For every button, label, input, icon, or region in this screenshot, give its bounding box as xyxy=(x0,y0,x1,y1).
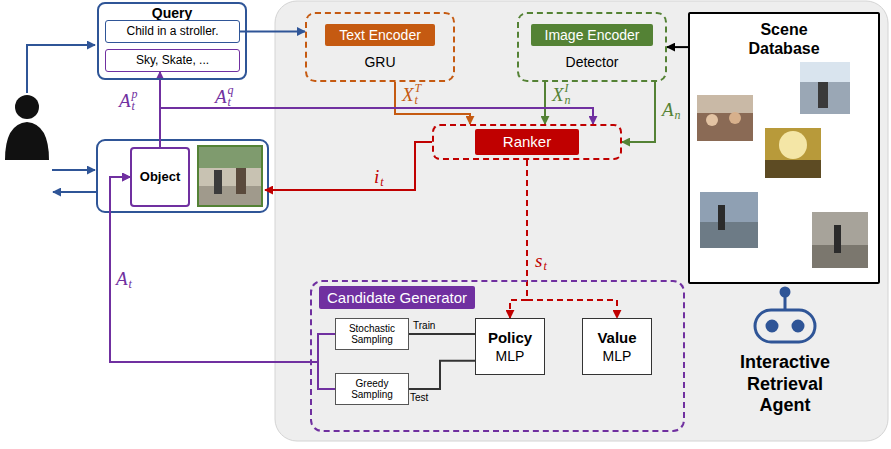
subscript: t xyxy=(129,278,132,290)
index-stack: Tt xyxy=(415,82,422,106)
subscript: t xyxy=(543,260,546,272)
sampling-box: Greedy Sampling xyxy=(335,373,409,405)
database-box: Scene Database xyxy=(688,12,880,284)
query-text: Child in a stroller. xyxy=(126,25,218,39)
index-gap xyxy=(543,248,546,260)
query-text-box: Child in a stroller. xyxy=(105,20,240,43)
network-type: MLP xyxy=(603,348,632,364)
signal-symbol: A xyxy=(119,91,131,110)
object-user-arrow xyxy=(53,191,96,193)
superscript: q xyxy=(228,84,234,96)
connector xyxy=(510,160,527,318)
signal-symbol: A xyxy=(662,100,674,119)
signal-label: st xyxy=(535,248,547,272)
index-stack: t xyxy=(543,248,546,272)
sampling-label: Stochastic Sampling xyxy=(338,323,406,345)
connector xyxy=(240,31,305,33)
connector xyxy=(110,177,335,389)
subscript: n xyxy=(565,94,571,106)
user-icon xyxy=(5,95,49,160)
signal-symbol: A xyxy=(215,87,227,106)
module-header: Ranker xyxy=(475,129,579,154)
network-name: Value xyxy=(597,329,636,346)
signal-label: XTt xyxy=(402,82,421,106)
subscript: t xyxy=(228,96,234,108)
index-gap xyxy=(380,164,383,176)
superscript: T xyxy=(415,82,422,94)
index-stack: In xyxy=(565,82,571,106)
index-gap xyxy=(129,266,132,278)
index-stack: qt xyxy=(228,84,234,108)
subscript: t xyxy=(380,176,383,188)
sampling-box: Stochastic Sampling xyxy=(335,318,409,350)
connector xyxy=(622,82,655,142)
connector xyxy=(527,160,617,318)
connector xyxy=(395,82,470,124)
connector xyxy=(667,46,688,48)
box-title: Query xyxy=(99,5,245,21)
policy-box: PolicyMLP xyxy=(475,318,545,375)
module-body: Detector xyxy=(566,54,619,70)
superscript: I xyxy=(565,82,571,94)
edge-label: Train xyxy=(413,320,435,331)
object-list-box: Sky, Skate, ... xyxy=(105,49,240,72)
signal-symbol: X xyxy=(552,85,564,104)
signal-label: Aqt xyxy=(215,84,234,108)
object-list-text: Sky, Skate, ... xyxy=(136,54,209,68)
result-image xyxy=(198,146,262,206)
module-header: Text Encoder xyxy=(325,24,435,46)
superscript: p xyxy=(132,88,138,100)
agent-panel-fill xyxy=(275,1,888,441)
signal-symbol: A xyxy=(116,269,128,288)
signal-symbol: X xyxy=(402,85,414,104)
signal-label: At xyxy=(116,266,132,290)
candidate-generator-box: Candidate GeneratorStochastic SamplingGr… xyxy=(310,280,685,432)
module-header: Image Encoder xyxy=(531,24,654,46)
subscript: t xyxy=(415,94,422,106)
index-stack: n xyxy=(675,97,681,121)
object-box: Object xyxy=(130,147,190,207)
index-stack: t xyxy=(129,266,132,290)
signal-label: XIn xyxy=(552,82,571,106)
robot-icon xyxy=(755,288,815,342)
text-encoder-box: Text EncoderGRU xyxy=(305,12,455,82)
index-stack: t xyxy=(380,164,383,188)
image-encoder-box: Image EncoderDetector xyxy=(517,12,667,82)
ranked-image-arrow xyxy=(265,142,432,190)
scene-images xyxy=(697,62,868,268)
user-query-arrow xyxy=(27,45,95,93)
database-title: Scene Database xyxy=(730,20,838,58)
object-label: Object xyxy=(140,170,180,185)
signal-label: it xyxy=(374,164,384,188)
ranker-box: Ranker xyxy=(432,124,622,160)
sampling-label: Greedy Sampling xyxy=(338,378,406,400)
subscript: n xyxy=(675,109,681,121)
signal-symbol: s xyxy=(535,251,542,270)
scene-database-fill xyxy=(688,12,880,284)
subscript: t xyxy=(132,100,138,112)
module-header: Candidate Generator xyxy=(319,286,475,309)
panel-title: Interactive Retrieval Agent xyxy=(725,352,845,417)
edge-label: Test xyxy=(410,392,428,403)
signal-label: An xyxy=(662,97,681,121)
query-box: QueryChild in a stroller. Sky, Skate, ... xyxy=(97,2,247,80)
signal-symbol: i xyxy=(374,167,379,186)
user-object-arrow xyxy=(52,169,95,171)
value-box: ValueMLP xyxy=(582,318,652,375)
connector xyxy=(544,82,546,124)
signal-label: Apt xyxy=(119,88,138,112)
module-body: GRU xyxy=(364,54,395,70)
connector xyxy=(409,361,475,389)
index-gap xyxy=(675,97,681,109)
index-stack: pt xyxy=(132,88,138,112)
network-name: Policy xyxy=(488,329,532,346)
network-type: MLP xyxy=(496,348,525,364)
connector xyxy=(409,333,475,335)
agent-panel: Interactive Retrieval Agent Text EncoderG… xyxy=(275,1,888,441)
